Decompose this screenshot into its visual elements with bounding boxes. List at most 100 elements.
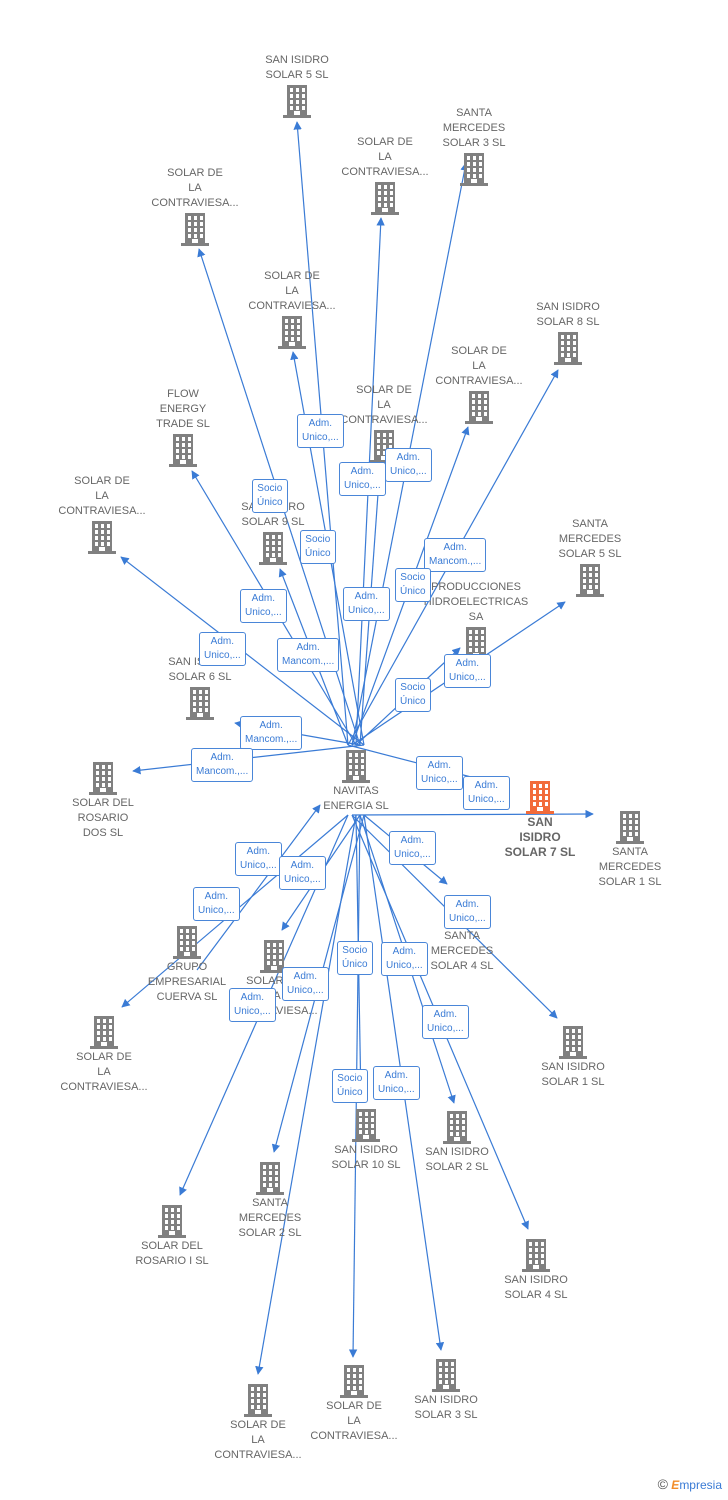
company-label: SOLAR DE LA CONTRAVIESA... [310,1400,398,1442]
company-node-sis4[interactable]: SAN ISIDRO SOLAR 4 SL [476,1237,596,1303]
company-label: SAN ISIDRO SOLAR 4 SL [504,1274,568,1301]
company-label: SAN ISIDRO SOLAR 2 SL [425,1146,489,1173]
relationship-badge[interactable]: Adm. Unico,... [343,587,390,621]
company-node-sis2[interactable]: SAN ISIDRO SOLAR 2 SL [397,1109,517,1175]
company-label: SOLAR DEL ROSARIO DOS SL [72,797,134,839]
company-label: SOLAR DE LA CONTRAVIESA... [60,1051,148,1093]
building-icon [154,1203,190,1239]
building-icon [252,1160,288,1196]
relationship-badge[interactable]: Adm. Unico,... [385,448,432,482]
copyright-icon: © [657,1476,668,1492]
building-icon [256,938,292,974]
company-label: SANTA MERCEDES SOLAR 5 SL [558,518,622,560]
company-node-sm2[interactable]: SANTA MERCEDES SOLAR 2 SL [210,1160,330,1241]
relationship-badge[interactable]: Socio Único [337,941,373,975]
company-label: SANTA MERCEDES SOLAR 4 SL [430,930,494,972]
company-node-sdlc10[interactable]: SOLAR DE LA CONTRAVIESA... [294,1363,414,1444]
company-node-sdlc2[interactable]: SOLAR DE LA CONTRAVIESA... [135,166,255,247]
company-label: SOLAR DE LA CONTRAVIESA... [340,384,428,426]
company-label: SOLAR DE LA CONTRAVIESA... [58,475,146,517]
building-icon [336,1363,372,1399]
relationship-badge[interactable]: Socio Único [395,678,431,712]
company-label: GRUPO EMPRESARIAL CUERVA SL [147,961,227,1003]
company-label: SOLAR DEL ROSARIO I SL [135,1240,209,1267]
company-node-sdrd[interactable]: SOLAR DEL ROSARIO DOS SL [43,760,163,841]
building-icon [274,314,310,350]
company-label: SAN ISIDRO SOLAR 5 SL [265,54,329,81]
relationship-badge[interactable]: Adm. Unico,... [389,831,436,865]
company-node-sdlc6[interactable]: SOLAR DE LA CONTRAVIESA... [42,474,162,555]
building-icon [182,685,218,721]
company-label: FLOW ENERGY TRADE SL [156,388,210,430]
company-node-main[interactable]: SAN ISIDRO SOLAR 7 SL [480,779,600,860]
company-node-sdlc1[interactable]: SOLAR DE LA CONTRAVIESA... [325,135,445,216]
company-node-sis10[interactable]: SAN ISIDRO SOLAR 10 SL [306,1107,426,1173]
company-node-sdlc9[interactable]: SOLAR DE LA CONTRAVIESA... [198,1382,318,1463]
company-node-sm1[interactable]: SANTA MERCEDES SOLAR 1 SL [570,809,690,890]
relationship-badge[interactable]: Adm. Unico,... [297,414,344,448]
company-node-sm3[interactable]: SANTA MERCEDES SOLAR 3 SL [414,106,534,187]
company-label: NAVITAS ENERGIA SL [323,785,389,812]
brand-name: mpresia [679,1478,722,1492]
company-label: SOLAR DE LA CONTRAVIESA... [341,136,429,178]
building-icon [518,1237,554,1273]
relationship-badge[interactable]: Socio Único [395,568,431,602]
relationship-badge[interactable]: Adm. Mancom.,... [240,716,303,750]
company-node-flow[interactable]: FLOW ENERGY TRADE SL [123,387,243,468]
company-node-sis1[interactable]: SAN ISIDRO SOLAR 1 SL [513,1024,633,1090]
relationship-badge[interactable]: Adm. Unico,... [381,942,428,976]
company-node-gec[interactable]: GRUPO EMPRESARIAL CUERVA SL [127,924,247,1005]
relationship-badge[interactable]: Adm. Unico,... [339,462,386,496]
relationship-badge[interactable]: Adm. Unico,... [444,895,491,929]
edge-center-sdlc9 [255,814,357,1375]
relationship-badge[interactable]: Adm. Mancom.,... [277,638,340,672]
company-label: SANTA MERCEDES SOLAR 1 SL [598,846,662,888]
company-label: SAN ISIDRO SOLAR 3 SL [414,1394,478,1421]
company-node-sdlc4[interactable]: SOLAR DE LA CONTRAVIESA... [419,344,539,425]
building-icon [522,779,558,815]
brand-logo-e: E [671,1478,680,1492]
relationship-badge[interactable]: Adm. Unico,... [235,842,282,876]
building-icon [550,330,586,366]
company-node-sis8[interactable]: SAN ISIDRO SOLAR 8 SL [508,300,628,366]
company-node-sis5[interactable]: SAN ISIDRO SOLAR 5 SL [237,53,357,119]
relationship-badge[interactable]: Adm. Mancom.,... [424,538,487,572]
edge-center-sm1 [351,809,594,819]
relationship-badge[interactable]: Adm. Unico,... [463,776,510,810]
relationship-badge[interactable]: Adm. Unico,... [193,887,240,921]
building-icon [85,760,121,796]
relationship-badge[interactable]: Socio Único [332,1069,368,1103]
relationship-badge[interactable]: Socio Único [300,530,336,564]
relationship-badge[interactable]: Adm. Mancom.,... [191,748,254,782]
building-icon [338,748,374,784]
company-node-sdlc8[interactable]: SOLAR DE LA CONTRAVIESA... [44,1014,164,1095]
building-icon [169,924,205,960]
relationship-badge[interactable]: Adm. Unico,... [422,1005,469,1039]
relationship-badge[interactable]: Adm. Unico,... [199,632,246,666]
company-node-center[interactable]: NAVITAS ENERGIA SL [296,748,416,814]
relationship-badge[interactable]: Adm. Unico,... [444,654,491,688]
building-icon [165,432,201,468]
edge-gec-center [196,804,321,971]
company-node-prod[interactable]: PRODUCCIONES HIDROELECTRICAS SA [416,580,536,661]
relationship-badge[interactable]: Adm. Unico,... [373,1066,420,1100]
company-label: SANTA MERCEDES SOLAR 3 SL [442,107,506,149]
company-node-sis3[interactable]: SAN ISIDRO SOLAR 3 SL [386,1357,506,1423]
brand-footer: © Empresia [658,1476,722,1492]
company-node-sdlc5[interactable]: SOLAR DE LA CONTRAVIESA... [324,383,444,464]
company-label: SAN ISIDRO SOLAR 10 SL [331,1144,401,1171]
company-node-sm5[interactable]: SANTA MERCEDES SOLAR 5 SL [530,517,650,598]
relationship-badge[interactable]: Adm. Unico,... [279,856,326,890]
relationship-badge[interactable]: Adm. Unico,... [416,756,463,790]
company-label: SAN ISIDRO SOLAR 7 SL [504,815,576,859]
company-label: SOLAR DE LA CONTRAVIESA... [151,167,239,209]
relationship-badge[interactable]: Adm. Unico,... [240,589,287,623]
company-node-sdlc3[interactable]: SOLAR DE LA CONTRAVIESA... [232,269,352,350]
relationship-badge[interactable]: Adm. Unico,... [282,967,329,1001]
company-label: SAN ISIDRO SOLAR 8 SL [536,301,600,328]
relationship-badge[interactable]: Socio Único [252,479,288,513]
building-icon [367,180,403,216]
company-label: SANTA MERCEDES SOLAR 2 SL [238,1197,302,1239]
relationship-badge[interactable]: Adm. Unico,... [229,988,276,1022]
company-node-sdri[interactable]: SOLAR DEL ROSARIO I SL [112,1203,232,1269]
